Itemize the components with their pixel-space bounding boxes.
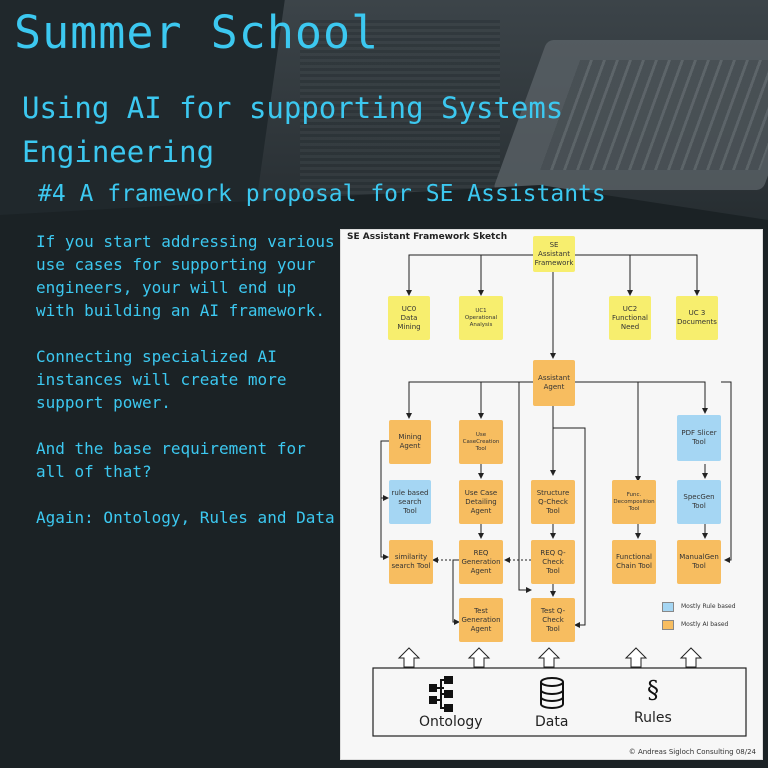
node-uc0: UC0 Data Mining [388, 296, 430, 340]
page-title: Summer School [14, 6, 380, 59]
node-req-generation: REQ Generation Agent [459, 540, 503, 584]
base-data-label: Data [535, 714, 569, 730]
legend-rule-label: Mostly Rule based [681, 603, 736, 610]
node-usecase-creation: Use CaseCreation Tool [459, 420, 503, 464]
node-manualgen: ManualGen Tool [677, 540, 721, 584]
section-icon: § [647, 676, 659, 704]
node-func-decomposition: Func. Decomposition Tool [612, 480, 656, 524]
node-se-framework: SE Assistant Framework [533, 236, 575, 272]
node-rule-search: rule based search Tool [389, 480, 431, 524]
hierarchy-icon [429, 676, 453, 712]
node-uc1: UC1 Operational Analysis [459, 296, 503, 340]
node-specgen: SpecGen Tool [677, 480, 721, 524]
node-functional-chain: Functional Chain Tool [612, 540, 656, 584]
body-paragraph: Again: Ontology, Rules and Data [36, 508, 335, 527]
framework-sketch: SE Assistant Framework Sketch SE Assista… [340, 229, 763, 760]
node-usecase-detailing: Use Case Detailing Agent [459, 480, 503, 524]
node-test-generation: Test Generation Agent [459, 598, 503, 642]
body-paragraph: If you start addressing various use case… [36, 232, 335, 320]
base-rules-label: Rules [634, 710, 672, 726]
node-assistant-agent: Assistant Agent [533, 360, 575, 406]
node-uc2: UC2 Functional Need [609, 296, 651, 340]
code-screen-shape [300, 20, 500, 200]
body-paragraph: And the base requirement for all of that… [36, 439, 306, 481]
connector-lines [372, 254, 747, 737]
base-ontology-label: Ontology [419, 714, 483, 730]
node-mining-agent: Mining Agent [389, 420, 431, 464]
node-test-check: Test Q- Check Tool [531, 598, 575, 642]
episode-heading: #4 A framework proposal for SE Assistant… [38, 181, 606, 207]
credit-text: © Andreas Sigloch Consulting 08/24 [628, 748, 756, 756]
node-similarity-search: similarity search Tool [389, 540, 433, 584]
database-icon [540, 677, 564, 709]
body-text: If you start addressing various use case… [36, 230, 341, 552]
legend-ai-swatch [662, 620, 674, 630]
legend-rule-swatch [662, 602, 674, 612]
node-pdf-slicer: PDF Slicer Tool [677, 415, 721, 461]
body-paragraph: Connecting specialized AI instances will… [36, 347, 287, 412]
node-req-check: REQ Q- Check Tool [531, 540, 575, 584]
page-subtitle: Using AI for supporting Systems Engineer… [22, 91, 564, 169]
legend-ai-label: Mostly AI based [681, 621, 729, 628]
node-structure-check: Structure Q-Check Tool [531, 480, 575, 524]
diagram-title: SE Assistant Framework Sketch [347, 232, 508, 242]
node-uc3: UC 3 Documents [676, 296, 718, 340]
